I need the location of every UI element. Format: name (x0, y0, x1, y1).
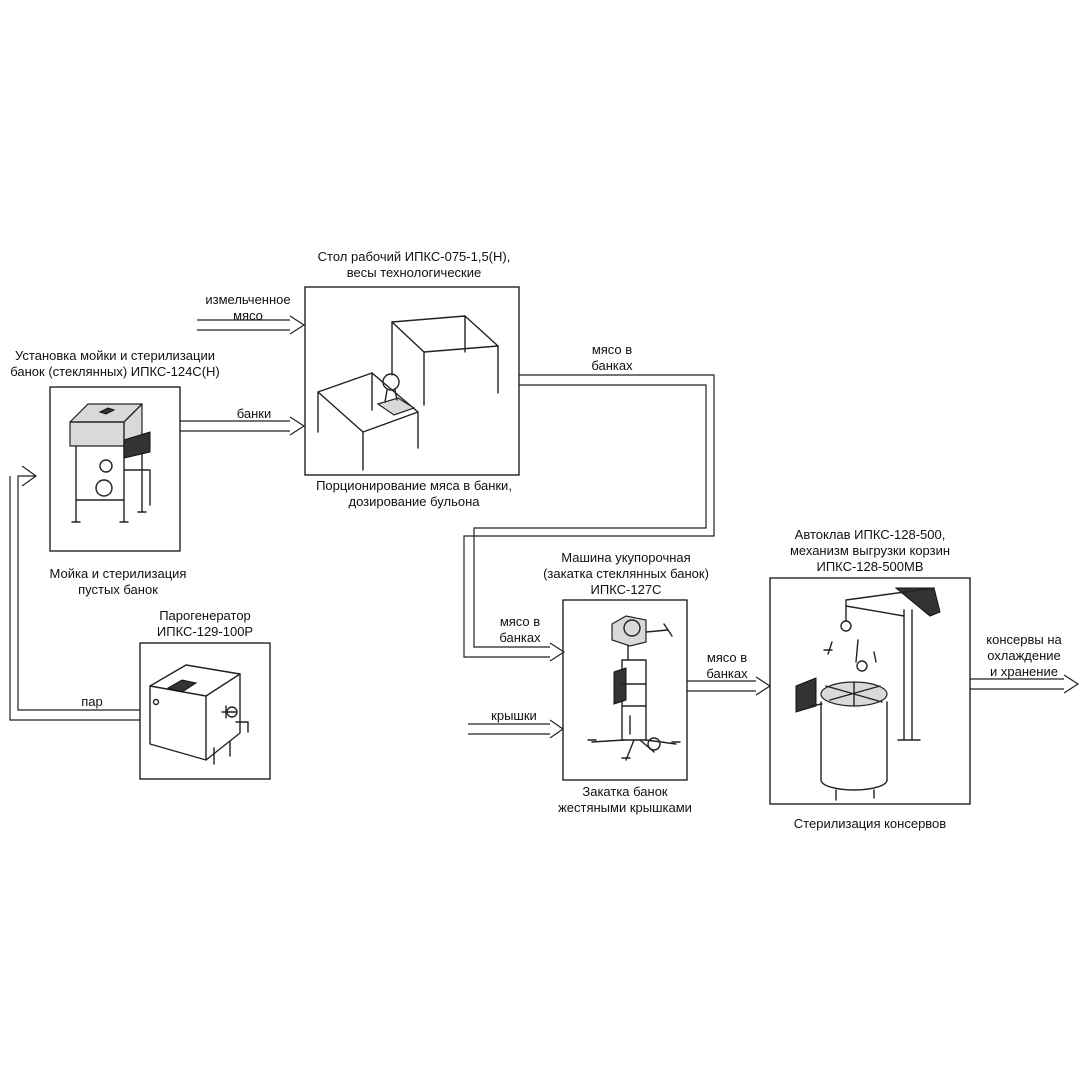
seamer-caption: Закатка банок жестяными крышками (558, 784, 692, 815)
meat-in-jars-label-3: мясо в банках (706, 650, 748, 681)
washer-caption: Мойка и стерилизация пустых банок (49, 566, 187, 597)
output-flow-arrow (970, 674, 1080, 694)
sealed-jars-flow-arrow (687, 676, 772, 696)
steam-generator-title: Парогенератор ИПКС-129-100Р (156, 608, 254, 639)
meat-in-jars-label-2: мясо в банках (499, 614, 541, 645)
seamer-title: Машина укупорочная (закатка стеклянных б… (543, 550, 709, 597)
meat-in-jars-route-arrow (463, 374, 715, 662)
seaming-machine-icon (587, 615, 681, 761)
minced-meat-flow-arrow (197, 315, 306, 335)
table-title: Стол рабочий ИПКС-075-1,5(Н), весы техно… (317, 249, 511, 280)
washer-title: Установка мойки и стерилизации банок (ст… (10, 348, 220, 379)
steam-flow-arrow (9, 465, 140, 721)
lids-label: крышки (491, 708, 537, 723)
meat-in-jars-label-1: мясо в банках (591, 342, 633, 373)
washer-machine-icon (69, 403, 151, 523)
table-box (304, 286, 520, 476)
minced-meat-label: измельченное мясо (205, 292, 291, 323)
table-caption: Порционирование мяса в банки, дозировани… (316, 478, 512, 509)
steam-generator-box (139, 642, 271, 780)
autoclave-caption: Стерилизация консервов (793, 816, 947, 831)
output-label: консервы на охлаждение и хранение (986, 632, 1062, 679)
work-table-icon (317, 315, 499, 471)
lids-flow-arrow (468, 719, 565, 739)
autoclave-icon (795, 587, 941, 801)
jars-flow-arrow (180, 416, 306, 436)
jars-label: банки (236, 406, 272, 421)
autoclave-title: Автоклав ИПКС-128-500, механизм выгрузки… (789, 527, 951, 574)
steam-label: пар (81, 694, 103, 709)
steam-generator-icon (149, 664, 249, 765)
